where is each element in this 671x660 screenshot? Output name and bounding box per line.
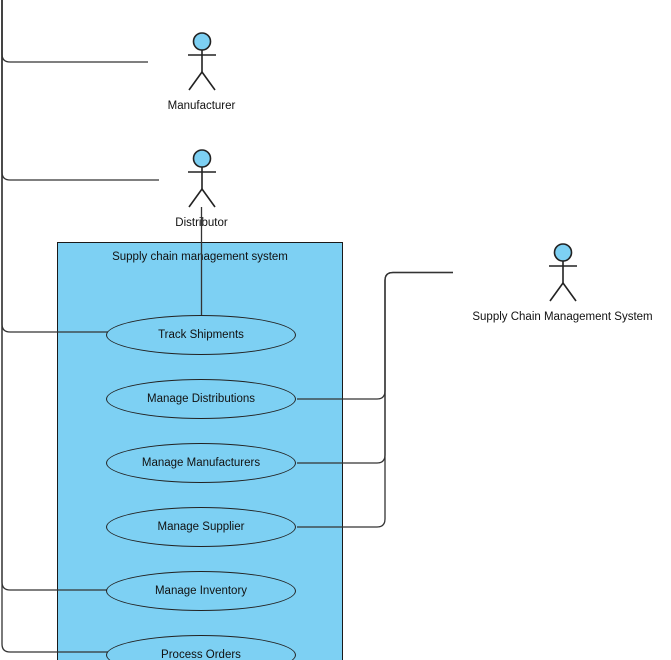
use-case-label: Track Shipments [158, 329, 244, 341]
use-case-track-shipments: Track Shipments [106, 315, 296, 355]
use-case-manage-inventory: Manage Inventory [106, 571, 296, 611]
stick-figure-icon [187, 32, 216, 91]
use-case-label: Manage Supplier [157, 521, 245, 533]
use-case-label: Process Orders [161, 649, 241, 660]
use-case-manage-supplier: Manage Supplier [106, 507, 296, 547]
use-case-manage-distributions: Manage Distributions [106, 379, 296, 419]
actor-manufacturer: Manufacturer [92, 32, 312, 113]
use-case-label: Manage Distributions [146, 393, 256, 405]
actor-label: Distributor [175, 217, 228, 229]
system-boundary-title: Supply chain management system [112, 251, 288, 263]
use-case-label: Manage Inventory [154, 585, 248, 597]
stick-figure-icon [548, 243, 577, 302]
use-case-process-orders: Process Orders [106, 635, 296, 660]
use-case-manage-manufacturers: Manage Manufacturers [106, 443, 296, 483]
actor-label: Supply Chain Management System [472, 311, 653, 323]
actor-distributor: Distributor [92, 149, 312, 230]
actor-supply-chain-management-system: Supply Chain Management System [453, 243, 671, 324]
use-case-label: Manage Manufacturers [141, 457, 261, 469]
actor-label: Manufacturer [167, 100, 236, 112]
stick-figure-icon [187, 149, 216, 208]
